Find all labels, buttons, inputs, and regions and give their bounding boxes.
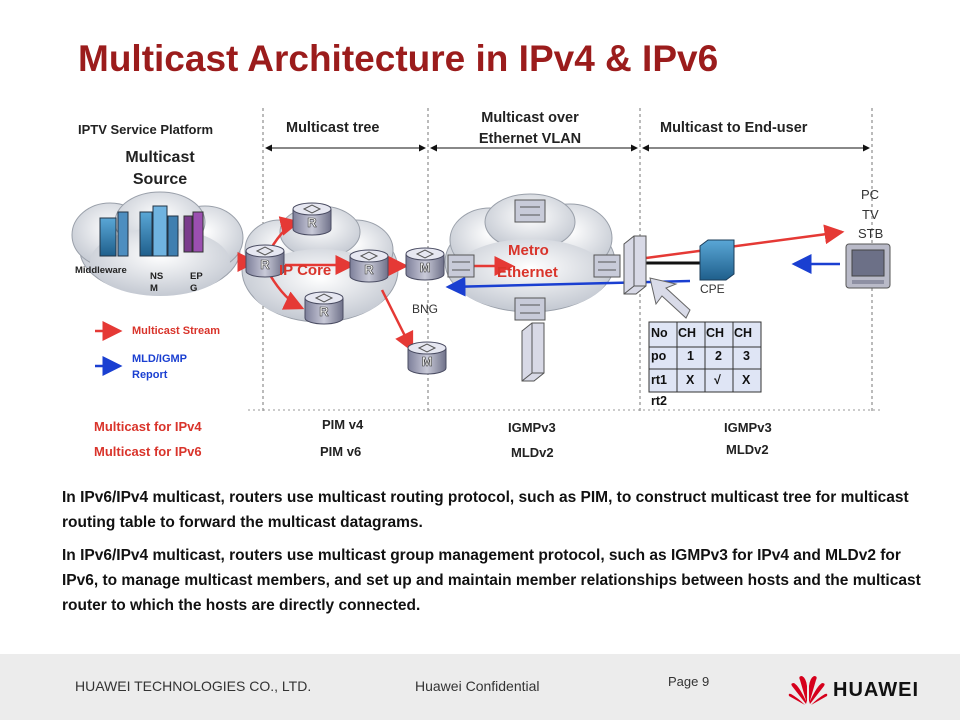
label-stb: STB bbox=[858, 226, 884, 241]
protocol-pim-v6: PIM v6 bbox=[320, 444, 362, 459]
router-label: M bbox=[422, 354, 433, 369]
server-nsm-icon bbox=[139, 205, 179, 257]
header-iptv-platform: IPTV Service Platform bbox=[78, 122, 214, 137]
table-cell: X bbox=[686, 373, 695, 387]
multicast-router-icon: M bbox=[407, 341, 447, 375]
protocol-igmpv3-metro: IGMPv3 bbox=[508, 420, 556, 435]
label-multicast-ipv4: Multicast for IPv4 bbox=[94, 419, 202, 434]
router-icon: R bbox=[245, 244, 285, 278]
router-label: R bbox=[364, 262, 374, 277]
router-label: R bbox=[260, 257, 270, 272]
server-epg-icon bbox=[183, 211, 204, 253]
header-end-user: Multicast to End-user bbox=[660, 120, 808, 136]
huawei-brand-text: HUAWEI bbox=[833, 679, 919, 701]
table-cell: rt1 bbox=[651, 373, 667, 387]
label-metro-line2: Ethernet bbox=[497, 264, 558, 281]
label-nsm-line1: NS bbox=[150, 271, 164, 282]
header-multicast-tree: Multicast tree bbox=[286, 120, 380, 136]
protocol-mldv2-metro: MLDv2 bbox=[511, 445, 554, 460]
label-bng: BNG bbox=[412, 302, 439, 316]
multicast-stream-arrows bbox=[95, 216, 845, 353]
router-icon: R bbox=[349, 249, 389, 283]
table-header: No bbox=[651, 326, 668, 340]
table-pointer-arrow bbox=[649, 277, 691, 319]
tv-stb-icon bbox=[845, 243, 891, 289]
legend-stream-label: Multicast Stream bbox=[132, 325, 221, 337]
table-cell: √ bbox=[714, 373, 721, 387]
router-label: R bbox=[307, 215, 317, 230]
table-header: CH bbox=[706, 326, 725, 340]
huawei-logo-icon bbox=[788, 676, 828, 705]
paragraph-igmp-mld: In IPv6/IPv4 multicast, routers use mult… bbox=[62, 547, 921, 614]
label-tv: TV bbox=[862, 207, 879, 222]
protocol-igmpv3-enduser: IGMPv3 bbox=[724, 420, 772, 435]
header-ethernet-line1: Multicast over bbox=[481, 110, 579, 126]
label-multicast-ipv6: Multicast for IPv6 bbox=[94, 444, 202, 459]
label-epg-line1: EP bbox=[190, 271, 203, 282]
table-cell: 2 bbox=[715, 349, 722, 363]
table-cell: 3 bbox=[743, 349, 750, 363]
router-label: M bbox=[420, 260, 431, 275]
multicast-router-icon: M bbox=[405, 247, 445, 281]
footer-page-number: Page 9 bbox=[668, 674, 710, 689]
footer-confidential: Huawei Confidential bbox=[415, 678, 540, 694]
dslam-icon bbox=[521, 322, 545, 382]
protocol-pim-v4: PIM v4 bbox=[322, 417, 364, 432]
label-nsm-line2: M bbox=[150, 283, 158, 294]
cpe-icon bbox=[699, 239, 735, 281]
footer-bar: HUAWEI TECHNOLOGIES CO., LTD. Huawei Con… bbox=[0, 654, 960, 720]
switch-icon bbox=[593, 254, 621, 278]
header-ethernet-line2: Ethernet VLAN bbox=[478, 131, 582, 147]
table-header: CH bbox=[678, 326, 697, 340]
label-cpe: CPE bbox=[700, 282, 725, 296]
label-metro-line1: Metro bbox=[508, 242, 549, 259]
paragraph-pim: In IPv6/IPv4 multicast, routers use mult… bbox=[62, 489, 909, 531]
server-middleware-icon bbox=[99, 211, 129, 257]
report-arrows bbox=[95, 254, 840, 376]
switch-icon bbox=[514, 297, 546, 321]
switch-icon bbox=[447, 254, 475, 278]
slide-title: Multicast Architecture in IPv4 & IPv6 bbox=[78, 38, 719, 79]
dslam-icon bbox=[623, 235, 647, 295]
source-title-line1: Multicast bbox=[125, 149, 195, 166]
table-cell: po bbox=[651, 349, 667, 363]
table-extra-label: rt2 bbox=[651, 394, 667, 408]
label-ip-core: IP Core bbox=[279, 262, 332, 279]
label-epg-line2: G bbox=[190, 283, 198, 294]
label-pc: PC bbox=[861, 187, 880, 202]
table-cell: X bbox=[742, 373, 751, 387]
router-icon: R bbox=[292, 202, 332, 236]
label-middleware: Middleware bbox=[75, 265, 127, 276]
channel-table bbox=[648, 321, 762, 393]
router-label: R bbox=[319, 304, 329, 319]
router-icon: R bbox=[304, 291, 344, 325]
legend-report-label-line2: Report bbox=[132, 369, 168, 381]
switch-icon bbox=[514, 199, 546, 223]
table-header: CH bbox=[734, 326, 753, 340]
legend-report-label-line1: MLD/IGMP bbox=[132, 353, 187, 365]
protocol-mldv2-enduser: MLDv2 bbox=[726, 442, 769, 457]
table-cell: 1 bbox=[687, 349, 694, 363]
source-title-line2: Source bbox=[132, 171, 188, 188]
footer-company: HUAWEI TECHNOLOGIES CO., LTD. bbox=[75, 678, 312, 694]
